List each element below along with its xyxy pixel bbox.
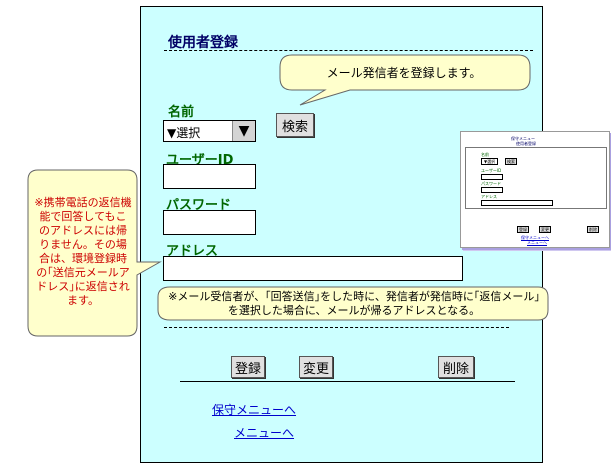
sender-select-value: ▼選択: [167, 126, 201, 140]
thumbnail-title: 使用者登録: [516, 141, 536, 146]
thumbnail-preview: 保守メニュー 使用者登録 名前 ▼選択 検索 ユーザーID パスワード アドレス…: [460, 131, 610, 248]
address-label: アドレス: [166, 244, 219, 259]
thumbnail-panel: [465, 147, 607, 209]
userid-input[interactable]: [163, 164, 256, 189]
thumbnail-userid-field: [481, 174, 503, 180]
mobile-callout-bubble: [27, 169, 162, 337]
sender-callout-bubble: [279, 54, 531, 106]
thumbnail-register: 登録: [517, 226, 529, 233]
thumbnail-password: パスワード: [481, 181, 501, 186]
mobile-note-text: ※携帯電話の返信機能で回答してもこのアドレスには帰りません。その場合は、環境登録…: [34, 196, 132, 307]
form-divider: [164, 327, 509, 328]
button-divider: [180, 381, 515, 382]
thumbnail-delete: 削除: [587, 226, 599, 233]
thumbnail-address: アドレス: [481, 194, 497, 199]
change-button[interactable]: 変更: [299, 356, 333, 378]
password-input[interactable]: [163, 210, 256, 235]
search-button[interactable]: 検索: [276, 113, 314, 137]
address-input[interactable]: [163, 256, 463, 281]
receiver-callout-text: ※メール受信者が、｢回答送信｣をした時に、発信者が発信時に｢返信メール｣を選択し…: [168, 290, 540, 317]
menu-link[interactable]: メニューへ: [234, 426, 295, 440]
page-title: 使用者登録: [168, 35, 238, 51]
sender-callout-text: メール発信者を登録します。: [326, 66, 482, 80]
thumbnail-change: 変更: [539, 226, 551, 233]
sender-select[interactable]: ▼選択 ▼: [163, 120, 256, 142]
thumbnail-link-menu: メニューへ: [527, 240, 547, 245]
thumbnail-password-field: [481, 187, 503, 193]
receiver-callout-bubble: [157, 286, 549, 321]
chevron-down-icon[interactable]: ▼: [232, 121, 255, 141]
thumbnail-header: 保守メニュー: [511, 136, 535, 141]
thumbnail-select: ▼選択: [481, 158, 499, 165]
thumbnail-name: 名前: [481, 152, 489, 157]
thumbnail-link-maintenance: 保守メニューへ: [521, 235, 549, 240]
title-divider: [164, 50, 533, 51]
register-button[interactable]: 登録: [231, 356, 265, 378]
password-label: パスワード: [166, 198, 232, 213]
thumbnail-search: 検索: [505, 158, 517, 165]
thumbnail-userid: ユーザーID: [481, 168, 502, 173]
thumbnail-address-field: [481, 200, 553, 206]
name-label: 名前: [168, 105, 195, 120]
maintenance-menu-link[interactable]: 保守メニューへ: [212, 403, 297, 417]
delete-button[interactable]: 削除: [438, 356, 474, 378]
